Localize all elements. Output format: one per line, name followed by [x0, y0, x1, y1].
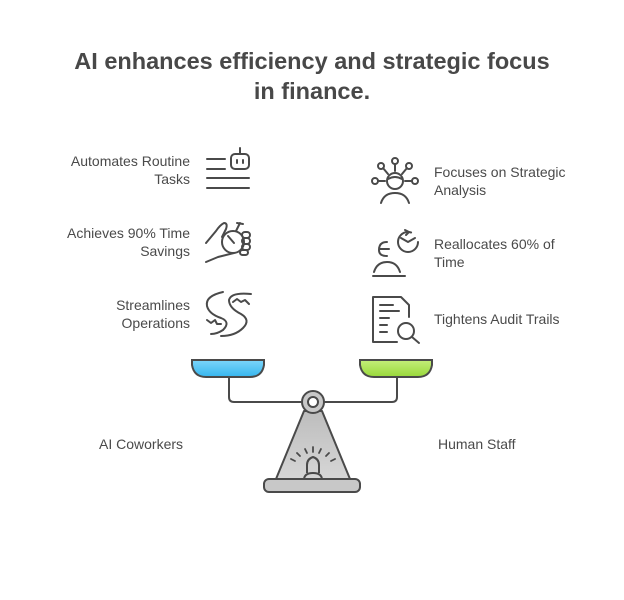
- left-pan: [191, 359, 265, 378]
- human-staff-label: Human Staff: [438, 436, 516, 452]
- document-search-icon: [371, 295, 423, 345]
- person-cycle-icon: [371, 228, 421, 278]
- hand-stopwatch-icon: [204, 217, 252, 265]
- page-title: AI enhances efficiency and strategic foc…: [0, 46, 624, 106]
- left-item-streamlines: Streamlines Operations: [116, 297, 190, 331]
- winding-road-icon: [203, 290, 253, 338]
- robot-checklist-icon: [204, 146, 252, 192]
- ai-coworkers-label: AI Coworkers: [99, 436, 184, 452]
- right-item-reallocates: Reallocates 60% of Time: [434, 236, 555, 270]
- right-pan: [359, 359, 433, 378]
- right-item-strategic: Focuses on Strategic Analysis: [434, 164, 566, 198]
- title-line-1: AI enhances efficiency and strategic foc…: [74, 48, 550, 74]
- left-item-time-savings: Achieves 90% Time Savings: [67, 225, 190, 259]
- person-network-icon: [370, 157, 420, 205]
- left-item-automates: Automates Routine Tasks: [70, 153, 190, 187]
- title-line-2: in finance.: [253, 78, 371, 104]
- right-item-audit: Tightens Audit Trails: [434, 311, 560, 327]
- balance-scale: [186, 355, 438, 497]
